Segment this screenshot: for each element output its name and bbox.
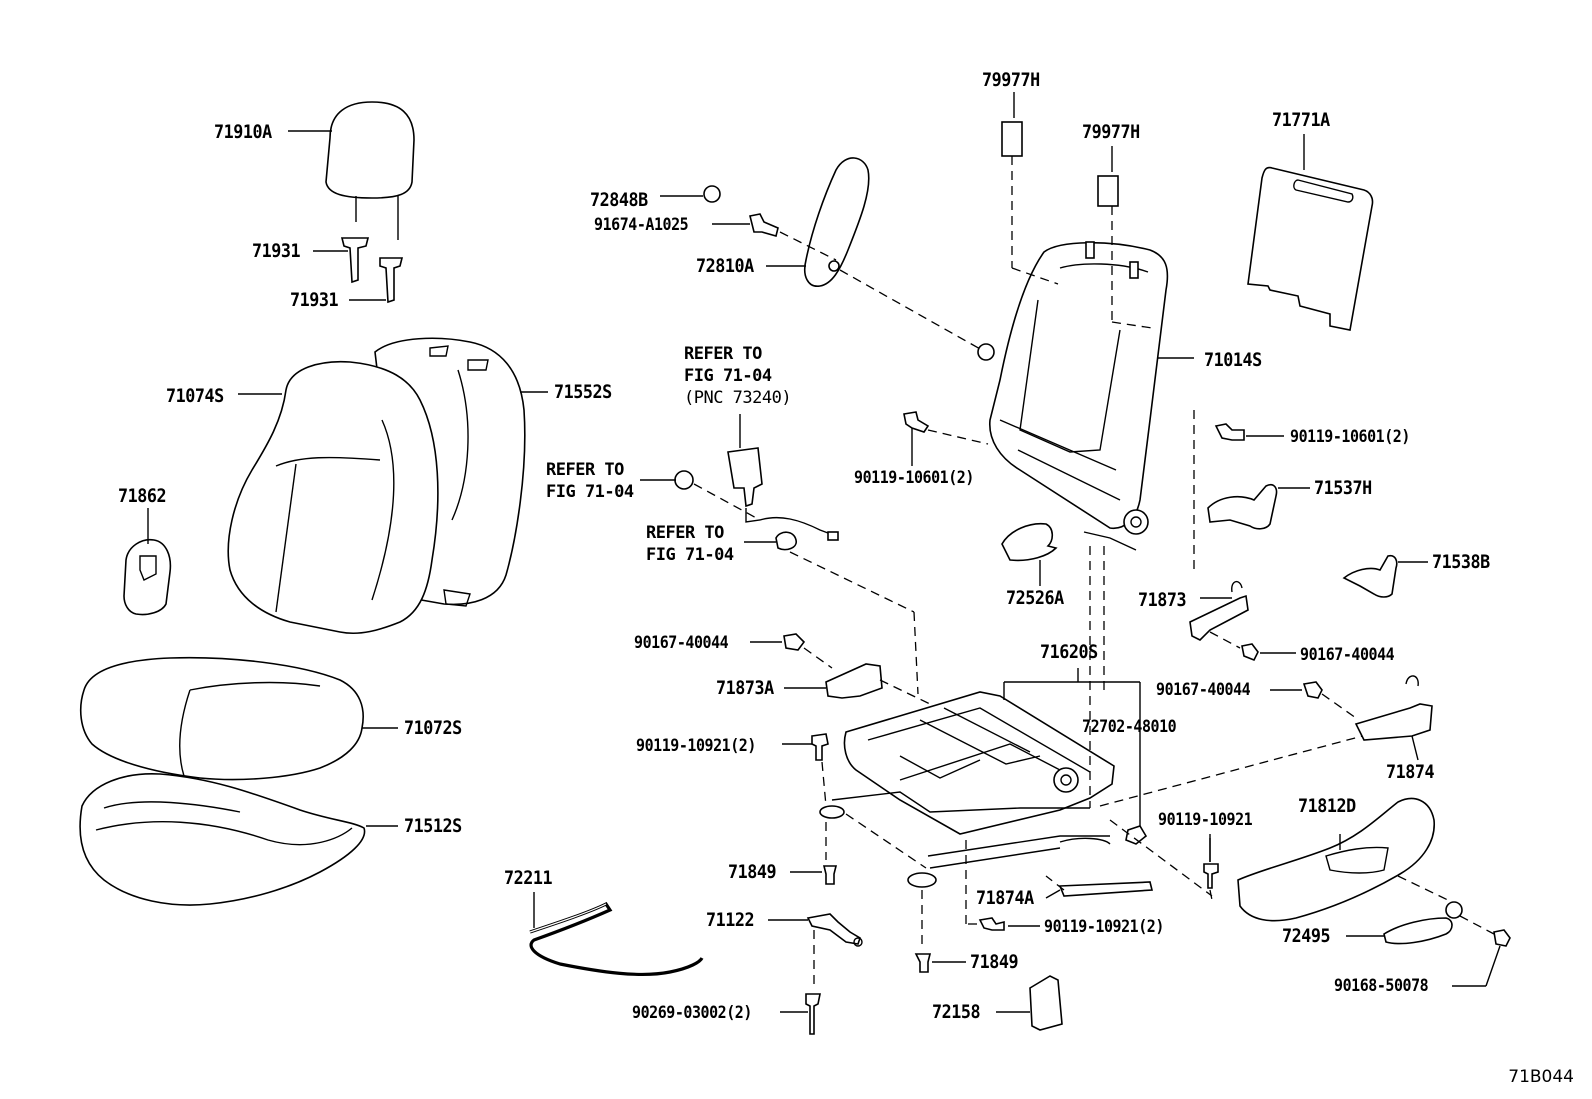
callout-72810A: 72810A bbox=[696, 255, 754, 277]
reference-note-line: FIG 71-04 bbox=[646, 545, 734, 565]
cover-71874A bbox=[965, 840, 1154, 931]
callout-90167-40044: 90167-40044 bbox=[634, 633, 729, 653]
side-pad bbox=[766, 157, 870, 287]
callout-71771A: 71771A bbox=[1272, 109, 1330, 131]
callout-71074S: 71074S bbox=[166, 385, 224, 407]
reference-note-line: REFER TO bbox=[646, 523, 724, 543]
callout-71862: 71862 bbox=[118, 485, 167, 507]
callout-90269-03002-2: 90269-03002(2) bbox=[632, 1003, 752, 1023]
reference-note-line: (PNC 73240) bbox=[684, 388, 792, 408]
callout-72495: 72495 bbox=[1282, 925, 1331, 947]
seat-shield bbox=[1237, 797, 1453, 922]
diagram-id: 71B044 bbox=[1508, 1067, 1574, 1087]
callout-79977H: 79977H bbox=[1082, 121, 1140, 143]
callout-71849: 71849 bbox=[728, 861, 777, 883]
bracket-71873A bbox=[750, 633, 931, 705]
reference-note-line: FIG 71-04 bbox=[684, 366, 772, 386]
callout-71874: 71874 bbox=[1386, 761, 1435, 783]
callout-71512S: 71512S bbox=[404, 815, 462, 837]
callout-90119-10921-2: 90119-10921(2) bbox=[1044, 917, 1164, 937]
lever-knob bbox=[1346, 901, 1463, 945]
callout-71873: 71873 bbox=[1138, 589, 1187, 611]
callout-71537H: 71537H bbox=[1314, 477, 1372, 499]
callout-71812D: 71812D bbox=[1298, 795, 1356, 817]
callout-71910A: 71910A bbox=[214, 121, 272, 143]
callout-72526A: 72526A bbox=[1006, 587, 1064, 609]
callout-90119-10921: 90119-10921 bbox=[1158, 810, 1253, 830]
callout-90168-50078: 90168-50078 bbox=[1334, 976, 1429, 996]
callout-71620S: 71620S bbox=[1040, 641, 1098, 663]
callout-71014S: 71014S bbox=[1204, 349, 1262, 371]
callout-90119-10601-2: 90119-10601(2) bbox=[1290, 427, 1410, 447]
labels-79977H bbox=[1001, 92, 1153, 329]
callout-71873A: 71873A bbox=[716, 677, 774, 699]
callout-90167-40044: 90167-40044 bbox=[1300, 645, 1395, 665]
callout-71931: 71931 bbox=[290, 289, 339, 311]
headrest-guides bbox=[313, 237, 404, 304]
callout-71931: 71931 bbox=[252, 240, 301, 262]
seatback-frame bbox=[977, 241, 1194, 551]
bolts-90119-10601 bbox=[903, 410, 1284, 574]
callout-79977H: 79977H bbox=[982, 69, 1040, 91]
bracket-71538B bbox=[1342, 554, 1428, 598]
seatbelt-buckle bbox=[640, 414, 919, 695]
callout-72848B: 72848B bbox=[590, 189, 648, 211]
reference-note-line: FIG 71-04 bbox=[546, 482, 634, 502]
headrest bbox=[288, 101, 415, 240]
callout-72158: 72158 bbox=[932, 1001, 981, 1023]
adjuster-bolts-left bbox=[782, 733, 966, 973]
callout-71122: 71122 bbox=[706, 909, 755, 931]
callout-71072S: 71072S bbox=[404, 717, 462, 739]
cover-72526A bbox=[1001, 522, 1058, 586]
wire-72211 bbox=[529, 892, 704, 977]
callout-90119-10601-2: 90119-10601(2) bbox=[854, 468, 974, 488]
reference-note-line: REFER TO bbox=[546, 460, 624, 480]
callout-90119-10921-2: 90119-10921(2) bbox=[636, 736, 756, 756]
seatback-board bbox=[1247, 134, 1374, 331]
spring-71122 bbox=[768, 913, 863, 990]
callout-71538B: 71538B bbox=[1432, 551, 1490, 573]
screw-90168 bbox=[1452, 915, 1511, 987]
seatback-cover-front bbox=[227, 360, 548, 635]
callout-71552S: 71552S bbox=[554, 381, 612, 403]
seat-cushion-pad bbox=[79, 773, 398, 906]
reference-note-line: REFER TO bbox=[684, 344, 762, 364]
bracket-71874 bbox=[1270, 675, 1433, 761]
cap-and-bolt bbox=[660, 185, 779, 237]
clip-90269 bbox=[780, 993, 821, 1035]
callout-71849: 71849 bbox=[970, 951, 1019, 973]
callout-90167-40044: 90167-40044 bbox=[1156, 680, 1251, 700]
hinge-cover bbox=[123, 508, 172, 616]
bracket-71537H bbox=[1207, 483, 1310, 530]
callout-91674-A1025: 91674-A1025 bbox=[594, 215, 689, 235]
callout-71874A: 71874A bbox=[976, 887, 1034, 909]
seat-cushion-cover bbox=[79, 656, 398, 781]
bracket-71873 bbox=[1189, 581, 1296, 662]
callout-72211: 72211 bbox=[504, 867, 553, 889]
callout-72702-48010: 72702-48010 bbox=[1082, 717, 1177, 737]
cover-72158 bbox=[996, 975, 1063, 1031]
seat-adjuster bbox=[819, 546, 1401, 888]
